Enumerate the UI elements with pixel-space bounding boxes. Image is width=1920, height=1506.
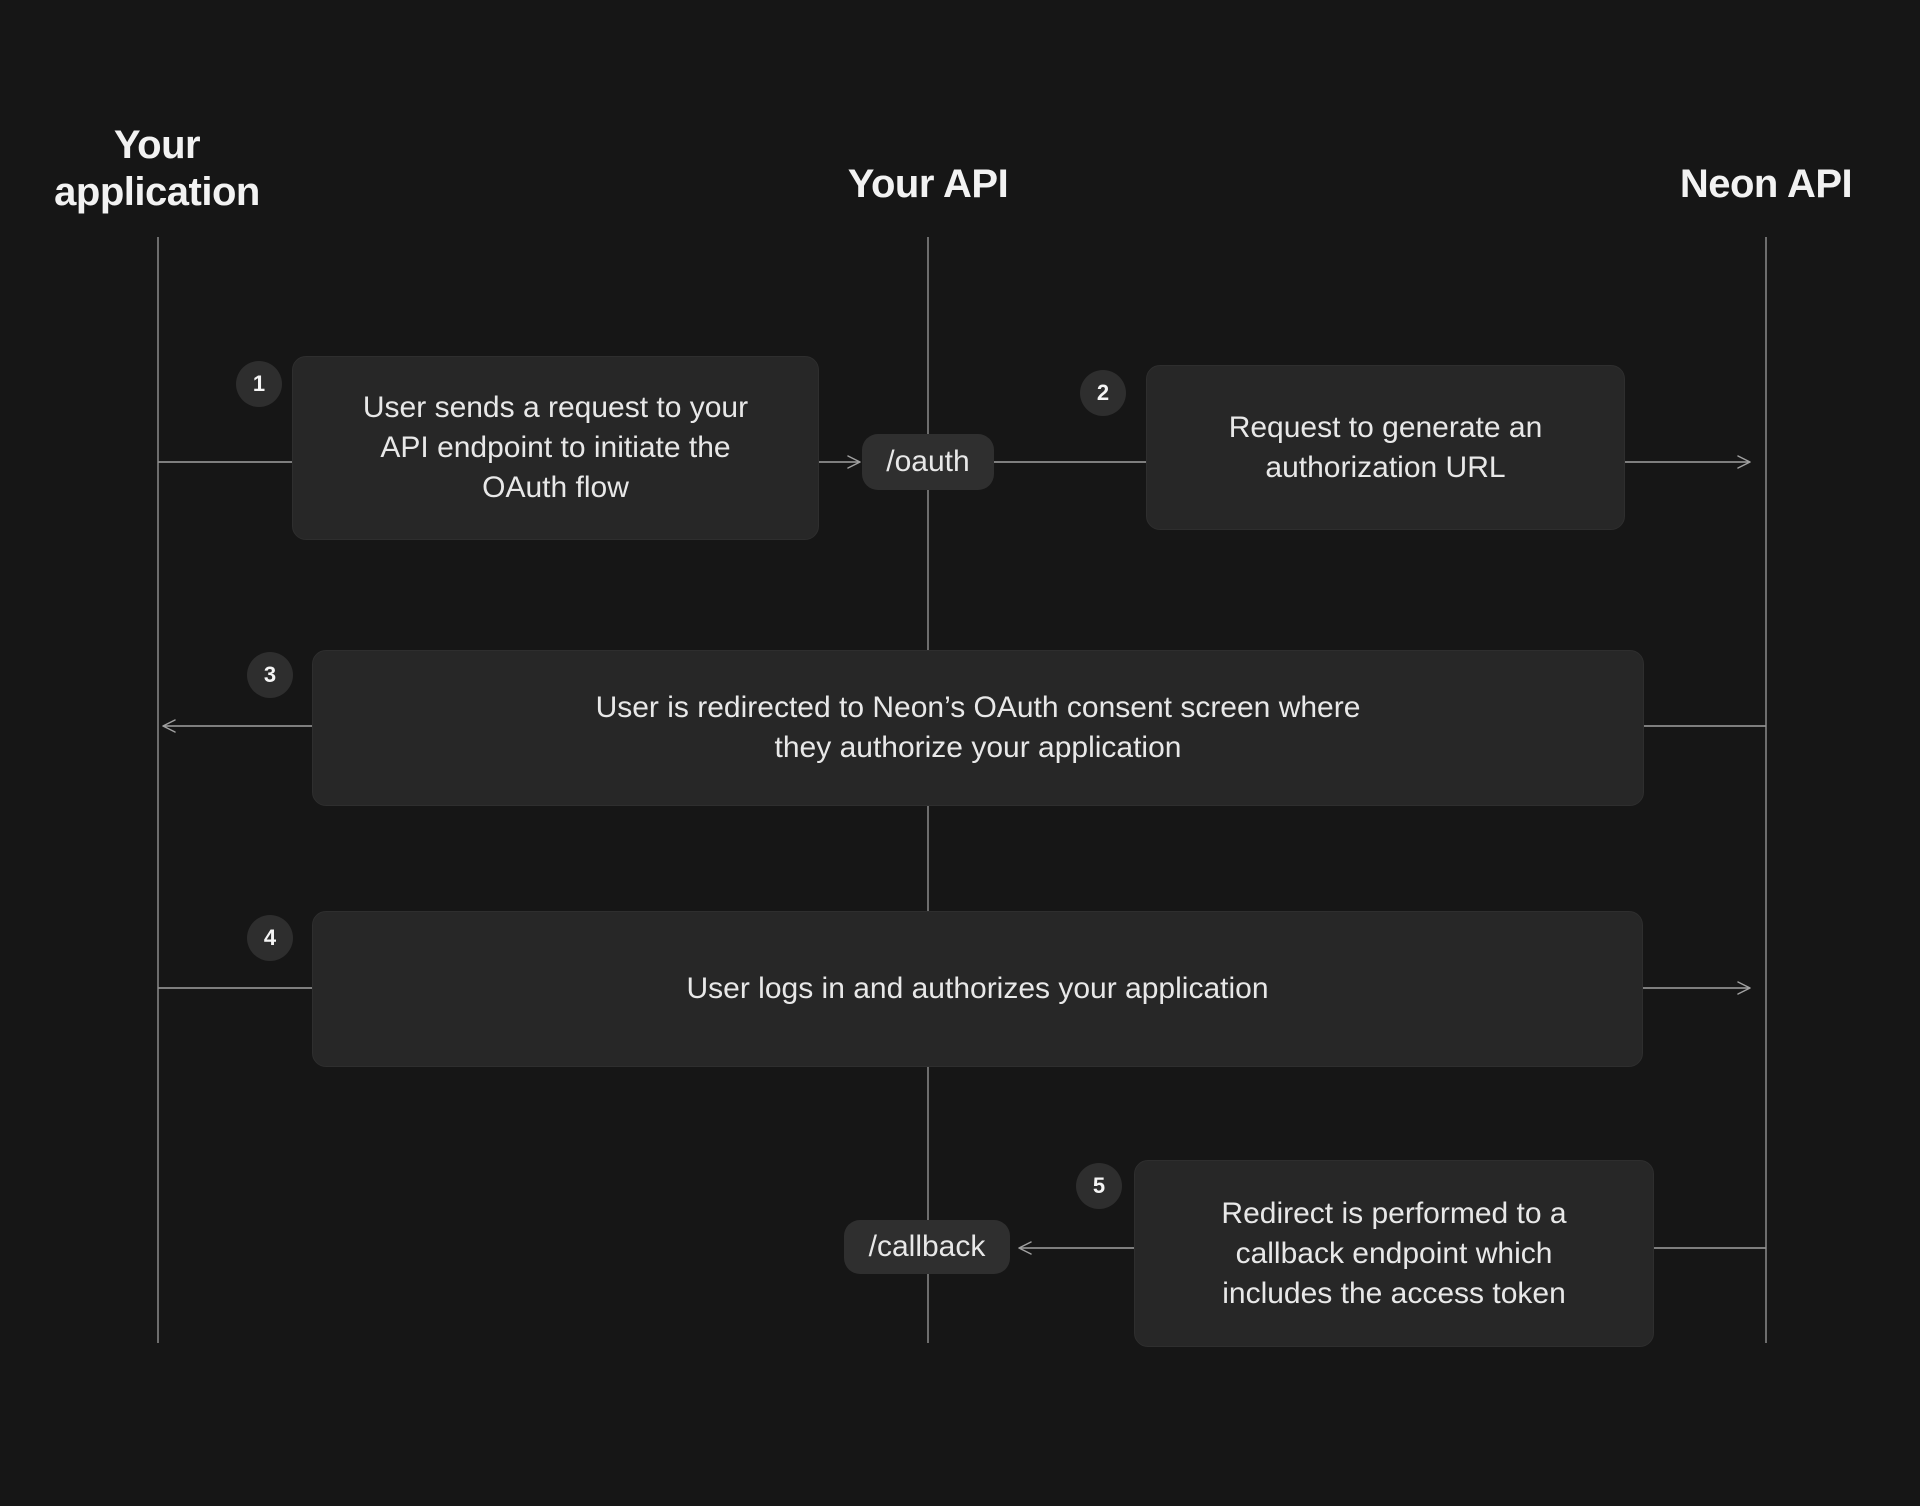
- arrowhead-left-icon: [1018, 1241, 1032, 1255]
- actor-neon-api: Neon API: [1679, 162, 1853, 206]
- step-text-2: Request to generate an authorization URL: [1228, 410, 1543, 484]
- endpoint-label-oauth: /oauth: [862, 434, 994, 490]
- arrowhead-right-icon: [1737, 455, 1751, 469]
- step-box-5: Redirect is performed to a callback endp…: [1134, 1160, 1654, 1347]
- step-text-5: Redirect is performed to a callback endp…: [1221, 1196, 1567, 1310]
- actor-your-api: Your API: [847, 162, 1009, 206]
- message-lines: [158, 455, 1766, 1255]
- step-text-4: User logs in and authorizes your applica…: [686, 972, 1269, 1005]
- step-badge-3: 3: [247, 652, 293, 698]
- arrowhead-right-icon: [1737, 981, 1751, 995]
- arrowhead-left-icon: [162, 719, 176, 733]
- step-badge-4: 4: [247, 915, 293, 961]
- step-box-1: User sends a request to your API endpoin…: [292, 356, 819, 540]
- actor-your-application: Your application: [54, 123, 260, 214]
- step-badge-1: 1: [236, 361, 282, 407]
- step-text-1: User sends a request to your API endpoin…: [362, 391, 749, 504]
- step-box-3: User is redirected to Neon’s OAuth conse…: [312, 650, 1644, 806]
- step-badge-2: 2: [1080, 370, 1126, 416]
- step-box-2: Request to generate an authorization URL: [1146, 365, 1625, 530]
- step-badge-5: 5: [1076, 1163, 1122, 1209]
- arrowhead-right-icon: [847, 455, 861, 469]
- step-text-3: User is redirected to Neon’s OAuth conse…: [595, 691, 1361, 764]
- endpoint-label-callback: /callback: [844, 1220, 1010, 1274]
- step-box-4: User logs in and authorizes your applica…: [312, 911, 1643, 1067]
